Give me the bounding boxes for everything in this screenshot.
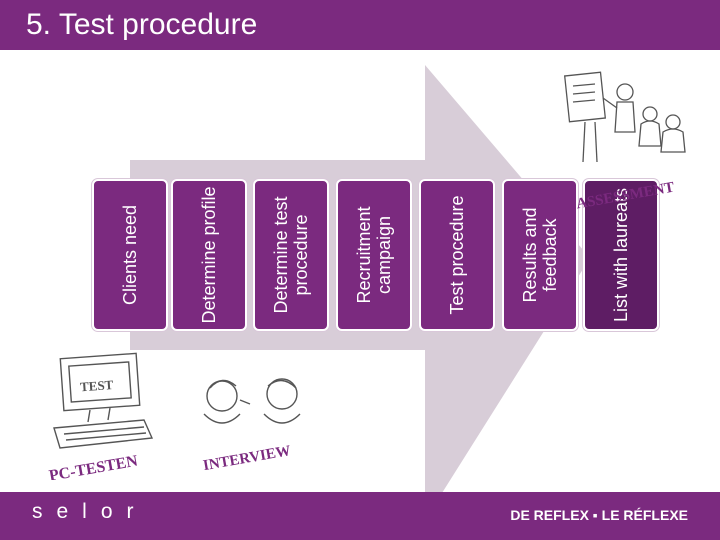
pc-testen-label: PC-TESTEN [48,452,140,480]
screen-test-label: TEST [80,377,115,394]
assessment-illustration: ASSESSMENT [563,71,686,212]
step-recruitment-campaign[interactable]: Recruitment campaign [336,179,412,331]
step-label: Determine test procedure [271,196,311,314]
interview-illustration: INTERVIEW [202,378,301,470]
step-results-and-feedback[interactable]: Results and feedback [502,179,578,331]
header-bar: 5. Test procedure [0,0,720,50]
footer-bar: selor DE REFLEX ▪ LE RÉFLEXE [0,492,720,540]
step-clients-need[interactable]: Clients need [92,179,168,331]
step-list-with-laureats[interactable]: List with laureats [583,179,659,331]
step-label: Clients need [120,204,140,306]
step-determine-profile[interactable]: Determine profile [171,179,247,331]
assessment-label: ASSESSMENT [575,180,675,212]
pc-test-illustration: TEST PC-TESTEN [48,352,154,480]
step-label: Test procedure [447,195,467,315]
page-title: 5. Test procedure [26,8,258,41]
step-test-procedure[interactable]: Test procedure [419,179,495,331]
step-label: Recruitment campaign [354,206,394,304]
interview-label: INTERVIEW [202,443,292,470]
step-label: Results and feedback [520,207,560,303]
footer-tagline: DE REFLEX ▪ LE RÉFLEXE [510,507,688,523]
step-label: Determine profile [199,186,219,324]
selor-logo: selor [32,500,148,523]
step-determine-test-procedure[interactable]: Determine test procedure [253,179,329,331]
